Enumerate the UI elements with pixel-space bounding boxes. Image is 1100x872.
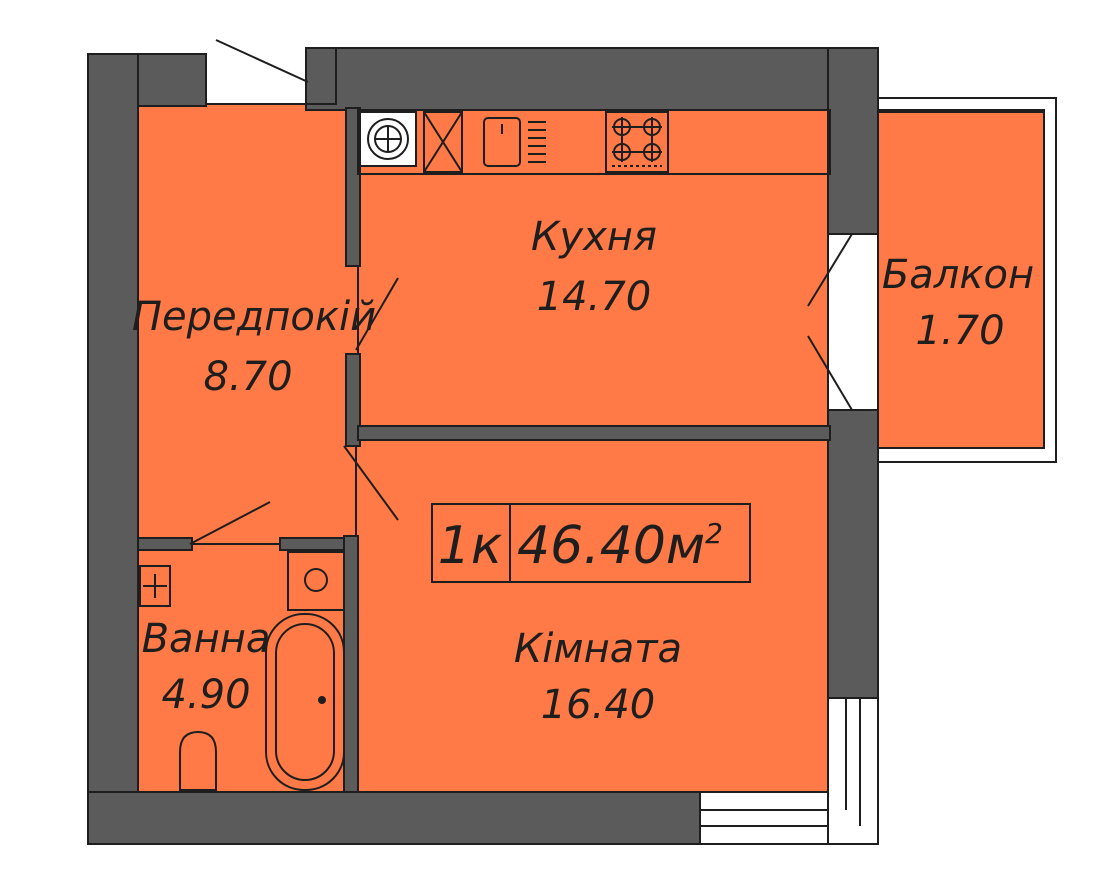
badge-rooms: 1к [438,516,503,576]
room-door [343,445,399,521]
bath-name: Ванна [142,616,271,662]
badge-area-unit-sup: 2 [705,517,723,550]
room-fill [355,437,831,793]
badge-frame [431,503,751,583]
wall-right-lower [827,409,879,699]
wall-bath-top-left [137,537,193,551]
hall-fill [137,103,363,545]
balcony-area: 1.70 [915,308,1004,354]
doors [189,39,853,545]
balcony-frame [878,97,1057,463]
interior-walls [137,107,831,793]
area-badge: 1к 46.40м2 [431,503,751,583]
wall-right-upper [827,47,879,235]
wall-kitchen-room [357,425,831,441]
bathtub-drain [318,696,326,704]
kitchen-area: 14.70 [537,274,652,320]
wall-left [87,53,139,845]
kitchen-name: Кухня [531,214,657,260]
wall-top-notch [305,47,337,105]
balcony-door-opening [827,233,879,411]
kitchen-fill [357,109,831,433]
entrance-door [215,39,309,83]
bath-area: 4.90 [161,672,250,718]
room-labels: Кухня 14.70 Балкон 1.70 Передпокій 8.70 … [132,214,1034,728]
wall-bath-room [343,535,359,793]
bathtub [265,613,345,791]
kitchen-counter [357,109,831,175]
kitchen-sink [483,117,521,167]
drainboard [528,121,546,163]
wall-hall-kitchen-mid [345,353,361,447]
kitchen-door [355,277,399,351]
bath-fill [137,543,354,793]
badge-total-area: 46.40м2 [517,516,723,576]
bathtub-inner [275,623,335,781]
balcony-door-bottom [807,335,853,411]
counter-outline [357,109,831,175]
cabinet-x [423,111,463,173]
window-right-lower [827,697,879,845]
bath-fixtures [139,551,345,791]
hall-area: 8.70 [203,354,292,400]
room-name: Кімната [514,626,682,672]
balcony-fill [877,111,1045,449]
balcony-name: Балкон [882,252,1034,298]
balcony-door-top [807,233,853,307]
wall-bottom [87,791,701,845]
badge-area-value: 46.40м [517,516,705,576]
windows [699,233,879,845]
exterior-walls [87,47,879,845]
washing-machine [287,551,345,611]
hall-name: Передпокій [132,294,376,340]
stove [605,111,669,173]
wall-top [305,47,879,111]
room-area: 16.40 [541,682,656,728]
toilet [179,730,217,791]
wall-hall-kitchen-top [345,107,361,267]
shower-panel [139,565,171,607]
bath-door [189,501,271,545]
